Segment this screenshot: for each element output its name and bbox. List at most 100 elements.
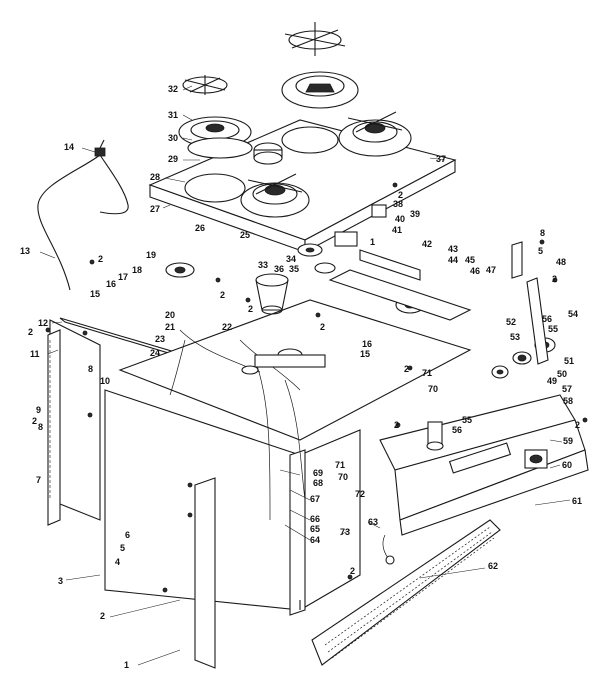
callout-53: 53 bbox=[510, 332, 520, 342]
callout-71-rep: 71 bbox=[422, 368, 432, 378]
burner-bowl-front bbox=[240, 173, 310, 218]
callout-47: 47 bbox=[486, 265, 496, 275]
callout-12: 12 bbox=[38, 318, 48, 328]
thermostat-cup bbox=[255, 273, 289, 315]
callout-50: 50 bbox=[557, 369, 567, 379]
callout-59: 59 bbox=[563, 436, 573, 446]
callout-17: 17 bbox=[118, 272, 128, 282]
callout-5: 5 bbox=[120, 543, 125, 553]
callout-63: 63 bbox=[368, 517, 378, 527]
callout-26: 26 bbox=[195, 223, 205, 233]
callout-2-rep: 2 bbox=[220, 290, 225, 300]
callout-2-rep: 2 bbox=[394, 420, 399, 430]
callout-57: 57 bbox=[562, 384, 572, 394]
callout-38: 38 bbox=[393, 199, 403, 209]
drip-bowl-rear bbox=[281, 71, 359, 109]
callout-66: 66 bbox=[310, 514, 320, 524]
callout-10: 10 bbox=[100, 376, 110, 386]
side-bracket-right bbox=[511, 241, 549, 365]
power-cord bbox=[37, 139, 129, 291]
callout-44: 44 bbox=[448, 255, 458, 265]
callout-labels: 1 2 3 4 5 6 7 8 9 10 11 12 13 14 15 16 1… bbox=[20, 84, 582, 670]
callout-43: 43 bbox=[448, 244, 458, 254]
callout-16-rep: 16 bbox=[362, 339, 372, 349]
burner-grate-rear bbox=[284, 22, 346, 56]
screws bbox=[45, 182, 588, 593]
callout-32: 32 bbox=[168, 84, 178, 94]
callout-2-rep: 2 bbox=[320, 322, 325, 332]
callout-54: 54 bbox=[568, 309, 578, 319]
oven-burner bbox=[241, 348, 326, 375]
callout-15: 15 bbox=[90, 289, 100, 299]
callout-8: 8 bbox=[88, 364, 93, 374]
callout-51: 51 bbox=[564, 356, 574, 366]
left-side-panel bbox=[47, 329, 61, 526]
callout-41: 41 bbox=[392, 225, 402, 235]
control-panel bbox=[379, 394, 589, 536]
callout-49: 49 bbox=[547, 376, 557, 386]
callout-55-rep: 55 bbox=[462, 415, 472, 425]
callout-61: 61 bbox=[572, 496, 582, 506]
callout-64: 64 bbox=[310, 535, 320, 545]
callout-22: 22 bbox=[222, 322, 232, 332]
callout-56-rep: 56 bbox=[452, 425, 462, 435]
callout-58: 58 bbox=[563, 396, 573, 406]
callout-2: 2 bbox=[100, 611, 105, 621]
callout-36: 36 bbox=[274, 264, 284, 274]
control-knob-2 bbox=[512, 351, 532, 365]
callout-5-rep: 5 bbox=[538, 246, 543, 256]
callout-labels-repeated: 2 2 2 2 2 2 2 2 2 2 2 2 8 8 5 15 16 1 70… bbox=[28, 190, 580, 576]
callout-8-rep: 8 bbox=[38, 422, 43, 432]
callout-28: 28 bbox=[150, 172, 160, 182]
callout-3: 3 bbox=[58, 576, 63, 586]
oven-valve bbox=[426, 421, 444, 451]
callout-33: 33 bbox=[258, 260, 268, 270]
callout-71: 71 bbox=[335, 460, 345, 470]
callout-2-rep: 2 bbox=[32, 416, 37, 426]
callout-23: 23 bbox=[155, 334, 165, 344]
callout-46: 46 bbox=[470, 266, 480, 276]
callout-1-rep: 1 bbox=[370, 237, 375, 247]
callout-31: 31 bbox=[168, 110, 178, 120]
callout-11: 11 bbox=[30, 349, 40, 359]
rear-manifold bbox=[328, 204, 472, 321]
callout-15-rep: 15 bbox=[360, 349, 370, 359]
burner-base-left bbox=[165, 262, 195, 278]
callout-52: 52 bbox=[506, 317, 516, 327]
callout-8-rep: 8 bbox=[540, 228, 545, 238]
callout-2-rep: 2 bbox=[350, 566, 355, 576]
callout-72: 72 bbox=[355, 489, 365, 499]
callout-55: 55 bbox=[548, 324, 558, 334]
callout-39: 39 bbox=[410, 209, 420, 219]
callout-7: 7 bbox=[36, 475, 41, 485]
burner-grate-front-left bbox=[182, 75, 228, 95]
callout-70: 70 bbox=[338, 472, 348, 482]
callout-25: 25 bbox=[240, 230, 250, 240]
callout-16: 16 bbox=[106, 279, 116, 289]
callout-69: 69 bbox=[313, 468, 323, 478]
burner-ring-left bbox=[187, 137, 253, 159]
callout-56: 56 bbox=[542, 314, 552, 324]
callout-2-rep: 2 bbox=[98, 254, 103, 264]
timer-assembly bbox=[524, 449, 548, 469]
callout-34: 34 bbox=[286, 254, 296, 264]
burner-bowl-right bbox=[338, 111, 412, 157]
callout-4: 4 bbox=[115, 557, 120, 567]
callout-13: 13 bbox=[20, 246, 30, 256]
leader-lines bbox=[39, 85, 571, 666]
callout-18: 18 bbox=[132, 265, 142, 275]
callout-68: 68 bbox=[313, 478, 323, 488]
callout-40: 40 bbox=[395, 214, 405, 224]
callout-2-rep: 2 bbox=[28, 327, 33, 337]
wire-harness bbox=[382, 534, 395, 565]
callout-9: 9 bbox=[36, 405, 41, 415]
callout-70-rep: 70 bbox=[428, 384, 438, 394]
callout-2-rep: 2 bbox=[398, 190, 403, 200]
callout-65: 65 bbox=[310, 524, 320, 534]
callout-19: 19 bbox=[146, 250, 156, 260]
callout-21: 21 bbox=[165, 322, 175, 332]
callout-1: 1 bbox=[124, 660, 129, 670]
burner-cap bbox=[253, 142, 283, 165]
callout-20: 20 bbox=[165, 310, 175, 320]
